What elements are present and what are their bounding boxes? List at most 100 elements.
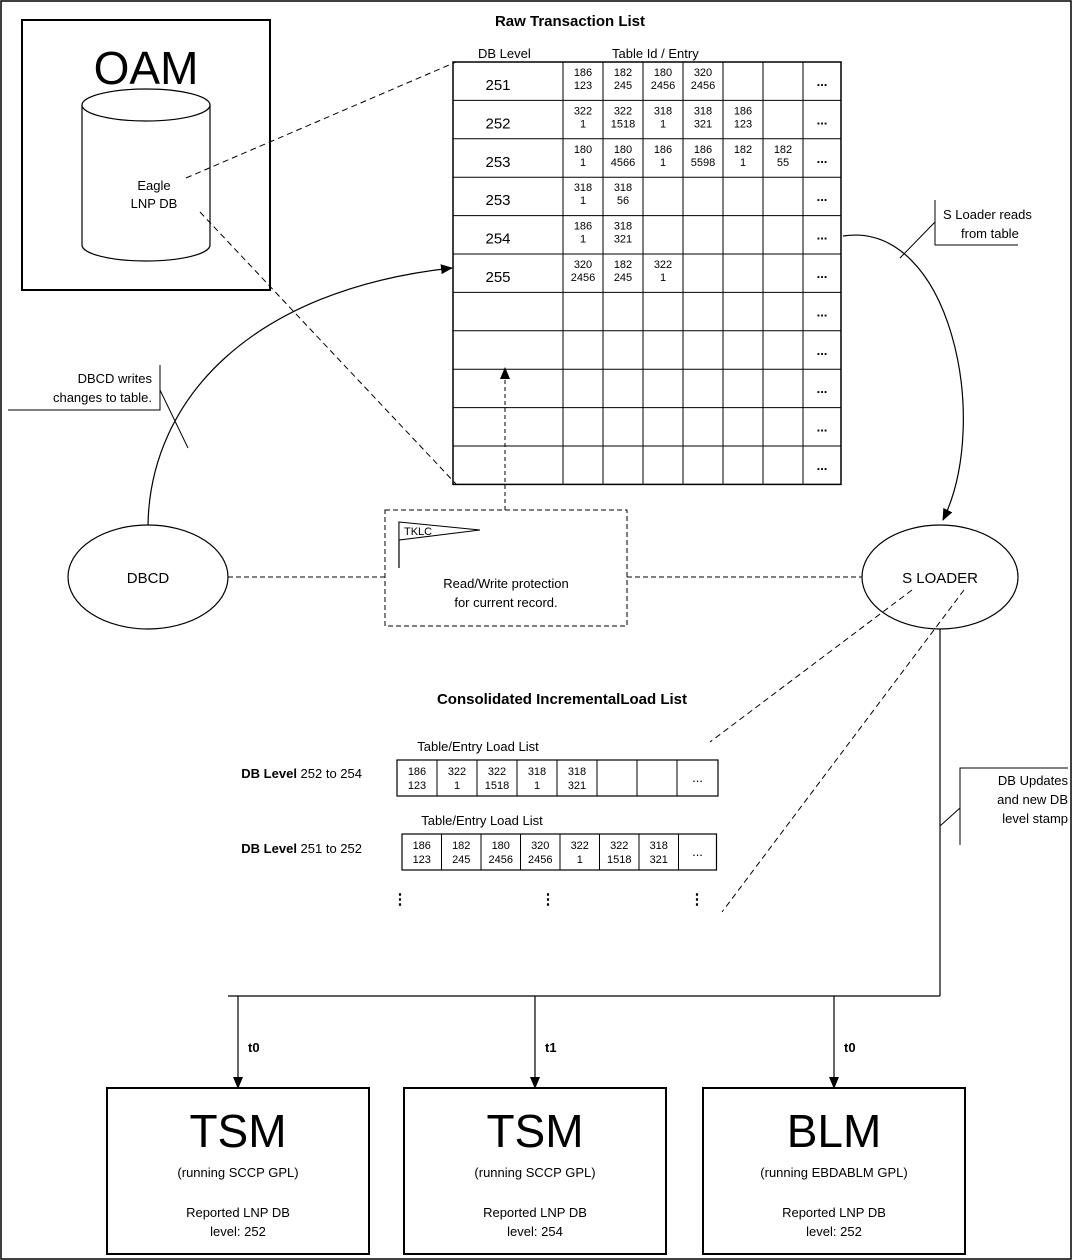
vdots-1: ⋮ (393, 891, 408, 908)
raw-row-entry: 245 (614, 80, 632, 92)
raw-row-ellipsis: ... (817, 458, 828, 473)
raw-row-entry: 56 (617, 195, 629, 207)
s-loader-callout-line2: from table (961, 226, 1019, 241)
oam-title: OAM (94, 42, 199, 94)
raw-row-table-id: 318 (614, 221, 632, 233)
raw-row-ellipsis: ... (817, 228, 828, 243)
db-name-line2: LNP DB (131, 196, 178, 211)
load-list-table-id: 320 (531, 840, 549, 852)
load-list-table-id: 318 (528, 766, 546, 778)
updates-line2: and new DB (997, 792, 1068, 807)
raw-row-entry: 2456 (651, 80, 675, 92)
raw-row-db-level: 255 (485, 269, 510, 286)
oam-box: OAM Eagle LNP DB (21, 19, 271, 291)
load-list-table-id: 186 (408, 766, 426, 778)
raw-row-db-level: 254 (485, 231, 510, 248)
protection-box: TKLC Read/Write protection for current r… (384, 509, 628, 627)
raw-row-table-id: 318 (574, 182, 592, 194)
load-list-entry: 2456 (489, 854, 513, 866)
load-list-entry: 1518 (485, 780, 509, 792)
db-name-line1: Eagle (137, 178, 170, 193)
load-list-level-label: DB Level 251 to 252 (241, 841, 362, 856)
raw-row-table-id: 320 (574, 259, 592, 271)
raw-row-ellipsis: ... (817, 304, 828, 319)
raw-row-entry: 123 (734, 118, 752, 130)
load-list-table-id: 322 (610, 840, 628, 852)
load-list-entry: 1518 (607, 854, 631, 866)
raw-row-table-id: 182 (614, 67, 632, 79)
raw-row-entry: 2456 (571, 272, 595, 284)
raw-row-entry: 1 (660, 272, 666, 284)
module-box (702, 1087, 966, 1255)
module-arrow-label: t1 (545, 1040, 557, 1055)
module-reported: Reported LNP DB (782, 1205, 886, 1220)
load-list-level-range: 252 to 254 (297, 766, 362, 781)
tklc-flag-icon (398, 521, 481, 541)
raw-transaction-table: 25118612318224518024563202456...25232213… (452, 61, 842, 486)
module-reported: Reported LNP DB (483, 1205, 587, 1220)
updates-callout: DB Updates and new DB level stamp (939, 767, 1069, 845)
raw-list-db-level-header: DB Level (478, 46, 531, 61)
raw-row-entry: 1 (580, 195, 586, 207)
load-list-table-id: 322 (571, 840, 589, 852)
raw-row-ellipsis: ... (817, 343, 828, 358)
protection-line2: for current record. (454, 595, 557, 610)
s-loader-callout: S Loader reads from table (899, 200, 1032, 259)
raw-row-db-level: 252 (485, 115, 510, 132)
raw-table-frame (452, 61, 842, 486)
load-list-level-label: DB Level 252 to 254 (241, 766, 362, 781)
dbcd-label: DBCD (127, 570, 170, 587)
load-list-table-id: 182 (452, 840, 470, 852)
raw-row-entry: 2456 (691, 80, 715, 92)
raw-row-entry: 123 (574, 80, 592, 92)
raw-row-table-id: 318 (614, 182, 632, 194)
raw-row-ellipsis: ... (817, 151, 828, 166)
load-list-entry: 123 (413, 854, 431, 866)
raw-row-table-id: 322 (574, 105, 592, 117)
raw-row-entry: 245 (614, 272, 632, 284)
raw-row-db-level: 251 (485, 77, 510, 94)
load-list-entry: 1 (454, 780, 460, 792)
module-level: level: 252 (806, 1224, 862, 1239)
raw-row-entry: 4566 (611, 157, 635, 169)
load-list-frame (401, 833, 718, 871)
load-list-entry: 123 (408, 780, 426, 792)
projection-line-bottom (199, 211, 457, 485)
module-title: BLM (787, 1105, 882, 1157)
protection-line1: Read/Write protection (443, 576, 569, 591)
raw-row-table-id: 186 (734, 105, 752, 117)
updates-line1: DB Updates (998, 773, 1069, 788)
raw-row-entry: 321 (694, 118, 712, 130)
raw-row-table-id: 320 (694, 67, 712, 79)
lnp-db-cylinder-icon (81, 88, 211, 262)
raw-row-ellipsis: ... (817, 266, 828, 281)
module-title: TSM (486, 1105, 583, 1157)
raw-row-table-id: 322 (654, 259, 672, 271)
raw-row-db-level: 253 (485, 192, 510, 209)
raw-row-entry: 1518 (611, 118, 635, 130)
flag-label: TKLC (404, 526, 432, 538)
s-loader-callout-line1: S Loader reads (943, 207, 1032, 222)
load-list-table-id: 186 (413, 840, 431, 852)
load-list-entry: 1 (577, 854, 583, 866)
load-list-table-id: 180 (492, 840, 510, 852)
module-arrow-label: t0 (248, 1040, 260, 1055)
dbcd-write-arrow (147, 264, 453, 526)
updates-line3: level stamp (1002, 811, 1068, 826)
raw-row-entry: 1 (660, 157, 666, 169)
raw-row-ellipsis: ... (817, 381, 828, 396)
dbcd-callout-line1: DBCD writes (78, 371, 153, 386)
load-list-ellipsis: ... (692, 844, 703, 859)
raw-row-table-id: 186 (654, 144, 672, 156)
s-loader-to-list-line (709, 589, 913, 743)
load-list-table-id: 322 (448, 766, 466, 778)
raw-list-title: Raw Transaction List (495, 13, 645, 30)
raw-row-entry: 1 (580, 234, 586, 246)
load-list-level-bold: DB Level (241, 841, 297, 856)
